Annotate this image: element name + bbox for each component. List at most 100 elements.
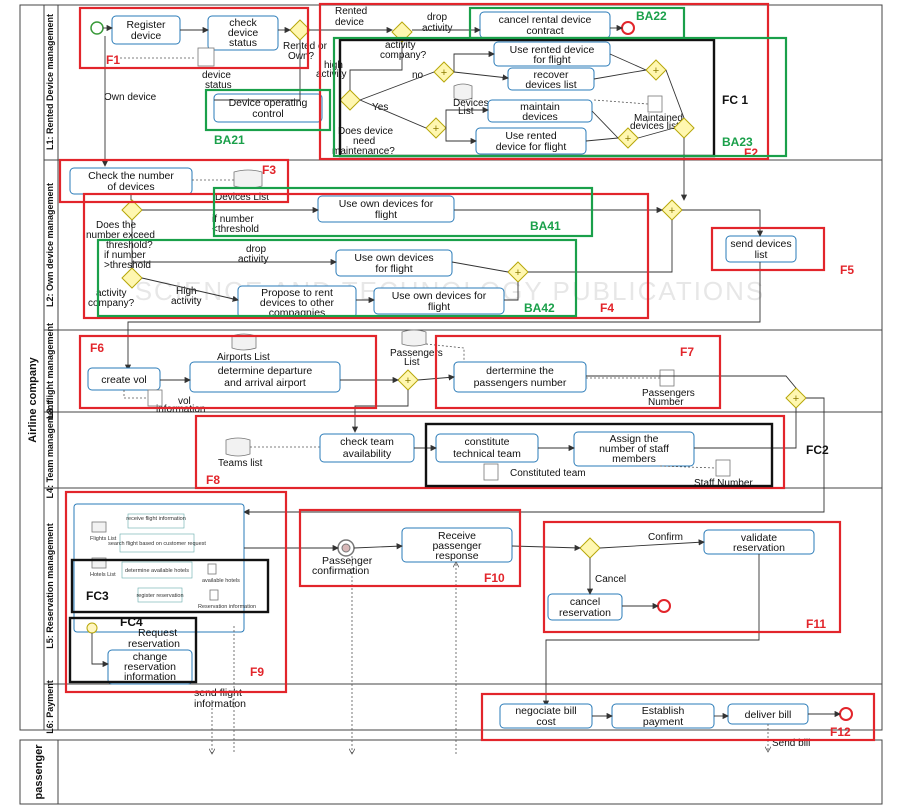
need-maintenance-label: Does device — [338, 126, 393, 137]
svg-text:F4: F4 — [600, 301, 614, 315]
svg-text:change: change — [133, 651, 168, 663]
svg-text:Receive: Receive — [438, 530, 476, 542]
svg-text:determine departure: determine departure — [218, 365, 313, 377]
svg-text:Reservation information: Reservation information — [198, 604, 256, 610]
end-event-cancel-reservation — [657, 599, 671, 613]
task-negociate-bill: negociate bill cost — [499, 703, 593, 729]
svg-text:+: + — [793, 393, 799, 405]
lane-l4-label: L4: Team management — [45, 402, 55, 499]
svg-text:receive flight information: receive flight information — [126, 516, 186, 522]
end-event-cancel-rental — [621, 21, 635, 35]
svg-text:Constituted team: Constituted team — [510, 468, 586, 479]
svg-text:search flight based on custome: search flight based on customer request — [108, 541, 206, 547]
task-check-team: check team availability — [319, 433, 415, 463]
svg-text:members: members — [612, 453, 656, 465]
end-event-payment — [839, 707, 853, 721]
svg-text:+: + — [625, 133, 631, 145]
svg-text:devices: devices — [522, 111, 558, 123]
svg-text:Own?: Own? — [288, 51, 315, 62]
airports-list-store — [231, 333, 257, 351]
group-f9 — [64, 490, 288, 694]
svg-text:constitute: constitute — [465, 436, 510, 448]
task-use-own-2: Use own devices for flight — [335, 249, 453, 277]
svg-text:Flights List: Flights List — [90, 536, 117, 542]
drop-activity-label-2: drop — [246, 244, 266, 255]
task-receive-response: Receive passenger response — [401, 527, 513, 563]
svg-text:status: status — [229, 37, 257, 49]
task-use-rented-2: Use rented device for flight — [475, 127, 587, 155]
svg-text:and arrival airport: and arrival airport — [224, 377, 306, 389]
task-register-device: Register device — [111, 15, 181, 45]
group-ba41 — [212, 186, 594, 238]
svg-text:device: device — [131, 30, 162, 42]
svg-text:FC4: FC4 — [120, 615, 143, 629]
group-f6 — [78, 334, 378, 410]
svg-text:for flight: for flight — [375, 263, 412, 275]
activity-company-label-2: activity — [96, 288, 127, 299]
task-maintain-devices: maintain devices — [487, 99, 593, 123]
svg-text:F10: F10 — [484, 571, 505, 585]
svg-text:number exceed: number exceed — [86, 230, 155, 241]
group-fc2-box — [424, 422, 774, 488]
device-status-label: device — [202, 70, 231, 81]
passenger-pool: passenger — [19, 739, 883, 805]
svg-text:flight: flight — [375, 209, 397, 221]
svg-text:F5: F5 — [840, 263, 854, 277]
svg-text:activity: activity — [422, 23, 453, 34]
svg-text:Number: Number — [648, 397, 684, 408]
gateway-need-maintenance — [339, 89, 361, 111]
svg-text:contract: contract — [526, 25, 563, 37]
svg-text:reservation: reservation — [128, 638, 180, 650]
if-number-lt-label: if number — [212, 214, 254, 225]
svg-text:response: response — [435, 550, 478, 562]
yes-label: Yes — [372, 102, 388, 113]
number-exceed-label: Does the — [96, 220, 136, 231]
task-determine-passengers: dertermine the passengers number — [453, 361, 587, 393]
svg-text:for flight: for flight — [533, 54, 570, 66]
svg-text:company?: company? — [380, 50, 427, 61]
svg-text:payment: payment — [643, 716, 683, 728]
rented-or-own-label: Rented or — [283, 41, 328, 52]
svg-text:F9: F9 — [250, 665, 264, 679]
svg-text:of devices: of devices — [107, 181, 154, 193]
drop-activity-label: drop — [427, 12, 447, 23]
airports-list-label: Airports List — [217, 352, 270, 363]
svg-text:availability: availability — [343, 448, 392, 460]
task-check-number: Check the number of devices — [69, 167, 193, 195]
high-activity-label-2: High — [176, 286, 197, 297]
task-device-operating: Device operating control — [213, 93, 323, 123]
svg-text:dertermine the: dertermine the — [486, 365, 554, 377]
svg-text:check team: check team — [340, 436, 394, 448]
svg-text:Check the number: Check the number — [88, 170, 174, 182]
svg-text:List: List — [404, 357, 420, 368]
svg-text:threshold?: threshold? — [106, 240, 153, 251]
svg-text:maintain: maintain — [520, 101, 560, 113]
svg-text:Use rented device: Use rented device — [510, 44, 595, 56]
lane-l1-label: L1: Rented Device management — [45, 14, 55, 150]
svg-text:available hotels: available hotels — [202, 578, 240, 584]
svg-text:reservation: reservation — [559, 607, 611, 619]
svg-text:number of staff: number of staff — [599, 443, 669, 455]
task-change-reservation: change reservation information — [107, 649, 193, 685]
svg-text:company?: company? — [88, 298, 135, 309]
group-f12 — [480, 692, 876, 742]
lane-l2-label: L2: Own device management — [45, 183, 55, 307]
svg-text:determine available hotels: determine available hotels — [125, 568, 189, 574]
svg-text:Maintained: Maintained — [634, 113, 683, 124]
passengers-number-doc — [659, 369, 675, 387]
svg-text:recover: recover — [533, 69, 569, 81]
svg-text:F1: F1 — [106, 53, 120, 67]
group-f2 — [318, 2, 770, 161]
svg-text:reservation: reservation — [733, 542, 785, 554]
gateway-confirm-cancel — [579, 537, 601, 559]
svg-text:F8: F8 — [206, 473, 220, 487]
task-use-own-1: Use own devices for flight — [317, 195, 455, 223]
svg-text:F7: F7 — [680, 345, 694, 359]
no-label: no — [412, 70, 424, 81]
svg-text:activity: activity — [171, 296, 202, 307]
svg-text:validate: validate — [741, 532, 777, 544]
gateway-join-2 — [617, 127, 639, 149]
svg-text:devices list: devices list — [525, 79, 576, 91]
svg-text:Staff Number: Staff Number — [694, 478, 753, 489]
